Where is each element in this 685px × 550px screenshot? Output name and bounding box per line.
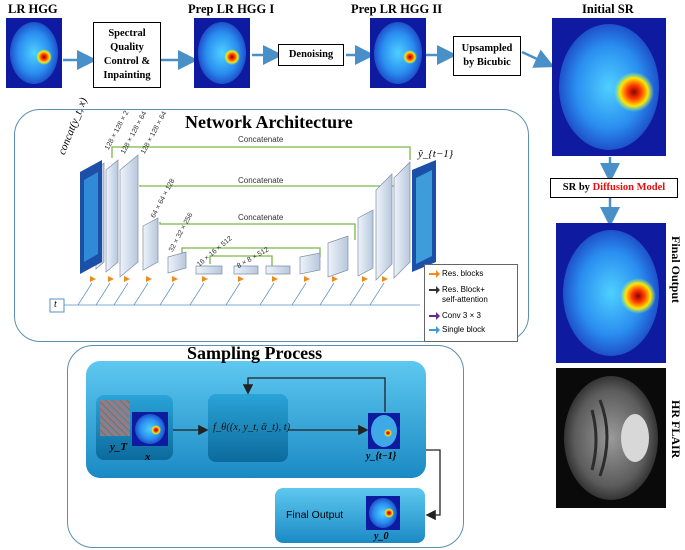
legend-conv: Conv 3 × 3: [429, 311, 481, 320]
label-prep1: Prep LR HGG I: [188, 2, 275, 16]
scan-initial-sr: [552, 18, 666, 156]
output-label: ŷ_{t−1}: [418, 148, 454, 160]
res-block-markers: [90, 276, 388, 282]
output-image: [412, 160, 436, 272]
scan-prep1: [194, 18, 250, 88]
diffusion-model-text: Diffusion Model: [592, 181, 666, 193]
network-title: Network Architecture: [185, 112, 353, 132]
label-func: f_θ((x, y_t, ᾱ_t), t): [213, 422, 291, 433]
arrow-6: [521, 49, 555, 68]
legend-res: Res. blocks: [429, 269, 483, 278]
label-hr-flair-vertical: HR FLAIR: [669, 400, 683, 459]
label-lr-hgg: LR HGG: [8, 2, 58, 16]
sampling-title: Sampling Process: [187, 343, 323, 363]
legend-single: Single block: [429, 325, 485, 334]
scan-lr-hgg: [6, 18, 62, 88]
label-initial-sr: Initial SR: [582, 2, 634, 16]
scan-prep2: [370, 18, 426, 88]
label-x: x: [145, 451, 151, 463]
input-image: [80, 160, 102, 274]
network-panel: [14, 109, 529, 342]
image-yt1: [368, 413, 400, 449]
unet-blocks: [95, 154, 411, 281]
box-quality-line1: Spectral: [108, 27, 146, 39]
box-denoising: Denoising: [278, 44, 344, 66]
box-quality-line3: Control &: [103, 56, 151, 67]
box-upsampled-line1: Upsampled: [461, 42, 513, 54]
box-quality-line4: Inpainting: [103, 70, 151, 82]
scan-final-output: [556, 223, 666, 363]
arrow-samp-final: [425, 449, 441, 521]
time-embedding-lines: [60, 282, 420, 306]
concat-label-1: Concatenate: [238, 135, 284, 144]
box-upsampled-line2: by Bicubic: [463, 57, 511, 68]
box-sr-diffusion: SR by Diffusion Model: [550, 178, 678, 198]
label-final-output-vertical: Final Output: [669, 236, 683, 304]
scan-hr-flair: [556, 368, 666, 508]
legend-attn: Res. Block+self-attention: [429, 285, 488, 305]
label-final-output: Final Output: [286, 509, 344, 521]
skip-connections: [111, 146, 411, 266]
time-label: t: [54, 299, 57, 310]
concat-label-3: Concatenate: [238, 213, 284, 222]
image-y0: [366, 496, 400, 530]
sr-by-text: SR by: [562, 181, 590, 193]
label-yt1: y_{t−1}: [366, 451, 397, 462]
label-yT: y_T: [110, 441, 128, 453]
box-quality-line2: Quality: [110, 41, 144, 53]
box-quality-control: Spectral Quality Control & Inpainting: [93, 22, 161, 88]
denoiser-box: [208, 394, 288, 462]
label-prep2: Prep LR HGG II: [351, 2, 443, 16]
time-input-box: [49, 298, 65, 313]
concat-label-2: Concatenate: [238, 176, 284, 185]
legend: Res. blocks Res. Block+self-attention Co…: [424, 264, 518, 342]
arrow-samp-loop: [242, 377, 386, 412]
box-upsampled: Upsampled by Bicubic: [453, 36, 521, 76]
image-x: [132, 412, 168, 446]
noise-texture: [100, 400, 130, 436]
label-y0: y_0: [374, 531, 389, 542]
sampling-panel: [67, 345, 464, 548]
